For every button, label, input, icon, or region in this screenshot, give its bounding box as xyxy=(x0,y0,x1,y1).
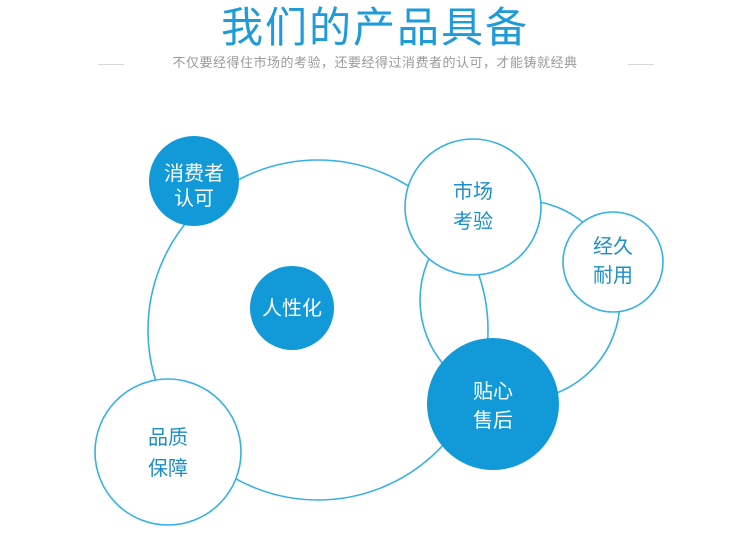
subtitle-divider-right xyxy=(628,64,654,65)
node-service-line1: 贴心 xyxy=(473,379,513,403)
node-humanized-line1: 人性化 xyxy=(262,296,322,320)
node-durable-line1: 经久 xyxy=(593,234,633,258)
subtitle-divider-left xyxy=(98,64,124,65)
node-durable-line2: 耐用 xyxy=(593,263,633,287)
node-consumer-line2: 认可 xyxy=(174,186,214,210)
page-subtitle: 不仅要经得住市场的考验，还要经得过消费者的认可，才能铸就经典 xyxy=(172,56,578,71)
main-ring xyxy=(147,159,489,501)
node-consumer-approval: 消费者 认可 xyxy=(149,136,239,226)
node-quality-line1: 品质 xyxy=(148,425,188,449)
node-market-test: 市场 考验 xyxy=(404,138,542,276)
node-after-sales: 贴心 售后 xyxy=(427,338,559,470)
node-humanized: 人性化 xyxy=(250,266,334,350)
node-market-line2: 考验 xyxy=(453,209,493,233)
node-consumer-line1: 消费者 xyxy=(164,161,224,185)
node-quality-assurance: 品质 保障 xyxy=(94,378,242,526)
node-market-line1: 市场 xyxy=(453,179,493,203)
node-durable: 经久 耐用 xyxy=(562,211,664,313)
node-quality-line2: 保障 xyxy=(148,456,188,480)
node-service-line2: 售后 xyxy=(473,408,513,432)
page-title: 我们的产品具备 xyxy=(220,3,529,52)
